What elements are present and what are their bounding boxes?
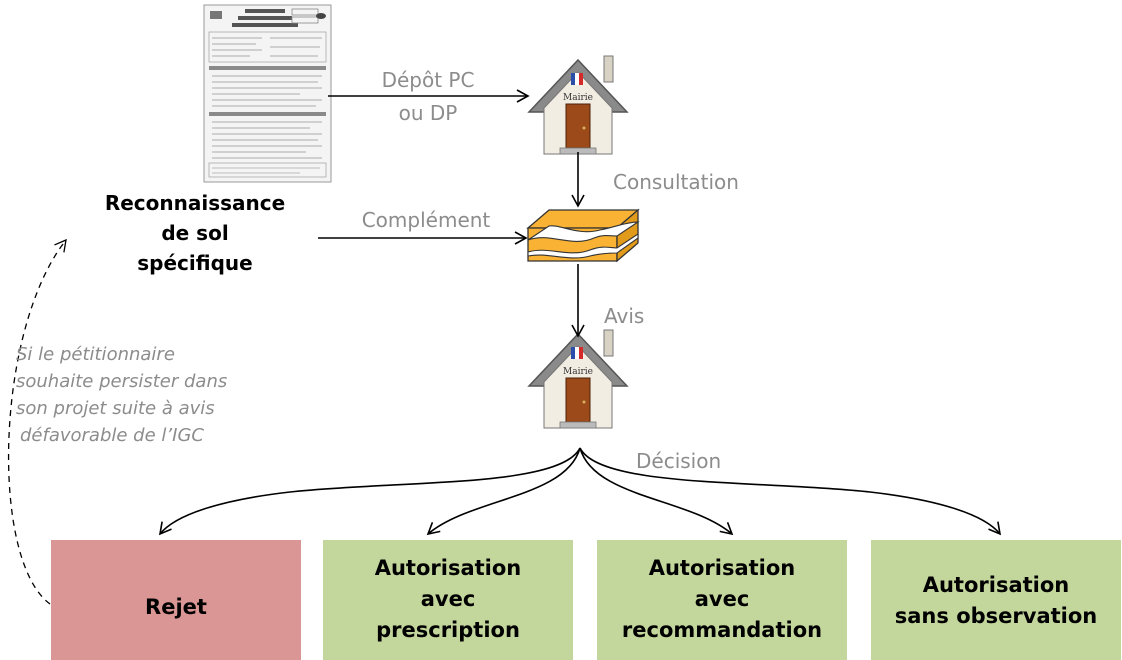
permit-form-icon: [203, 4, 332, 183]
outcome-authorization-no-observation: Autorisation sans observation: [871, 540, 1121, 660]
note-line1: Si le pétitionnaire: [16, 344, 175, 365]
outcome-prescription-line1: Autorisation: [375, 556, 522, 580]
label-deposit: Dépôt PC: [382, 68, 475, 92]
arrow-decision-recommendation: [579, 447, 734, 536]
outcome-no-observation-line2: sans observation: [895, 604, 1097, 628]
mairie-label-2: Mairie: [563, 367, 593, 377]
survey-step-line1: Reconnaissance: [105, 191, 285, 215]
arrow-feedback-dashed: [7, 238, 67, 605]
label-decision: Décision: [636, 449, 721, 473]
survey-step-line2: de sol: [161, 221, 228, 245]
outcome-reject-label: Rejet: [145, 595, 207, 619]
note-line2: souhaite persister dans: [16, 371, 227, 392]
mairie-house-icon: Mairie: [527, 329, 629, 429]
outcome-recommendation-line1: Autorisation: [649, 556, 796, 580]
outcome-prescription-line2: avec: [421, 587, 476, 611]
label-deposit-line2: ou DP: [399, 101, 458, 125]
outcome-recommendation-line3: recommandation: [622, 618, 822, 642]
outcome-prescription-line3: prescription: [376, 618, 520, 642]
survey-step-line3: spécifique: [137, 251, 252, 275]
soil-layers-icon: [526, 208, 640, 263]
arrow-decision-no-observation: [579, 447, 1002, 536]
outcome-authorization-prescription: Autorisation avec prescription: [323, 540, 573, 660]
mairie-house-icon: Mairie: [527, 55, 629, 155]
label-opinion: Avis: [604, 304, 644, 328]
outcome-reject: Rejet: [51, 540, 301, 660]
arrow-decision-reject: [158, 447, 581, 536]
outcome-no-observation-line1: Autorisation: [923, 573, 1070, 597]
outcome-authorization-recommendation: Autorisation avec recommandation: [597, 540, 847, 660]
mairie-label-1: Mairie: [563, 93, 593, 103]
label-consultation: Consultation: [613, 170, 739, 194]
arrow-decision-prescription: [426, 447, 581, 536]
outcome-recommendation-line2: avec: [695, 587, 750, 611]
note-line3: son projet suite à avis: [16, 398, 215, 419]
note-line4: défavorable de l’IGC: [20, 425, 204, 446]
label-complement: Complément: [362, 208, 491, 232]
